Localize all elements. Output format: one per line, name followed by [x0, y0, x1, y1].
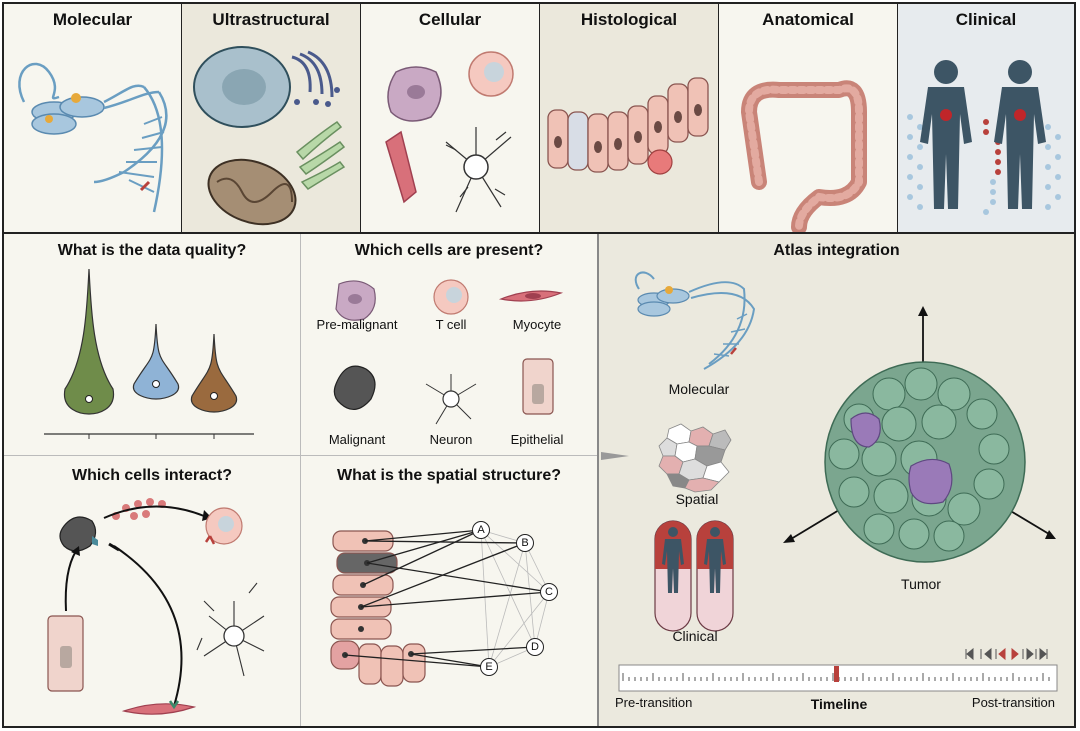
spatial-graph: [330, 529, 550, 687]
dna-nucleosome-illustration: [18, 62, 168, 213]
panel-cells-present: Which cells are present? Pre-malignant T…: [301, 234, 597, 456]
spatial-node-a: A: [472, 521, 490, 539]
scale-title-histological: Histological: [580, 10, 678, 29]
scale-title-molecular: Molecular: [52, 10, 133, 29]
scale-title-cellular: Cellular: [418, 10, 482, 29]
violin-3: [190, 333, 238, 413]
panel-title-atlas: Atlas integration: [773, 242, 900, 259]
epithelium-illustration: [547, 77, 709, 175]
panel-title-cell-interactions: Which cells interact?: [71, 467, 233, 484]
scale-tile-clinical: Clinical: [898, 4, 1074, 232]
interaction-diagram: [47, 498, 265, 715]
spatial-node-c: C: [540, 583, 558, 601]
patients-illustration: [907, 60, 1061, 215]
violin-plot: [44, 268, 254, 439]
cell-type-icons: [333, 279, 564, 425]
scale-title-ultrastructural: Ultrastructural: [212, 10, 330, 29]
atlas-label-tumor: Tumor: [901, 576, 941, 592]
spatial-node-b: B: [516, 534, 534, 552]
malignant-cell-icon: [333, 365, 376, 410]
violin-2: [132, 323, 180, 400]
atlas-label-molecular: Molecular: [668, 381, 730, 397]
scale-tile-anatomical: Anatomical: [719, 4, 898, 232]
panel-cell-interactions: Which cells interact?: [4, 456, 301, 728]
atlas-label-clinical: Clinical: [672, 628, 718, 644]
panel-title-spatial-structure: What is the spatial structure?: [336, 467, 562, 484]
cell-label-malignant: Malignant: [328, 432, 386, 447]
divider-top: [4, 232, 1074, 234]
cell-label-t-cell: T cell: [435, 317, 467, 332]
panel-data-quality: What is the data quality?: [4, 234, 301, 456]
timeline-label-pre: Pre-transition: [615, 695, 693, 710]
scale-title-anatomical: Anatomical: [762, 10, 854, 29]
neuron-icon: [425, 374, 477, 425]
timeline-label-post: Post-transition: [971, 695, 1055, 710]
scale-tile-histological: Histological: [540, 4, 719, 232]
scale-tile-ultrastructural: Ultrastructural: [182, 4, 361, 232]
panel-title-cells-present: Which cells are present?: [354, 242, 544, 259]
colon-illustration: [741, 80, 867, 232]
violin-1: [63, 268, 115, 415]
cell-label-premalignant: Pre-malignant: [316, 317, 398, 332]
cell-label-neuron: Neuron: [429, 432, 473, 447]
cell-label-epithelial: Epithelial: [510, 432, 564, 447]
scale-title-clinical: Clinical: [955, 10, 1017, 29]
violin-median-3: [210, 392, 218, 400]
panel-atlas-integration: Atlas integration: [597, 234, 1074, 728]
scale-tile-cellular: Cellular: [361, 4, 540, 232]
spatial-node-d: D: [526, 638, 544, 656]
timeline-label: Timeline: [810, 696, 868, 712]
organelles-illustration: [193, 46, 346, 226]
violin-median-2: [152, 380, 160, 388]
atlas-label-spatial: Spatial: [675, 491, 719, 507]
scale-tile-molecular: Molecular: [4, 4, 182, 232]
spatial-node-e: E: [480, 658, 498, 676]
cell-label-myocyte: Myocyte: [512, 317, 562, 332]
panel-title-data-quality: What is the data quality?: [57, 242, 247, 259]
violin-median-1: [85, 395, 93, 403]
atlas-illustration: [601, 271, 1058, 692]
cells-illustration: [385, 51, 514, 213]
